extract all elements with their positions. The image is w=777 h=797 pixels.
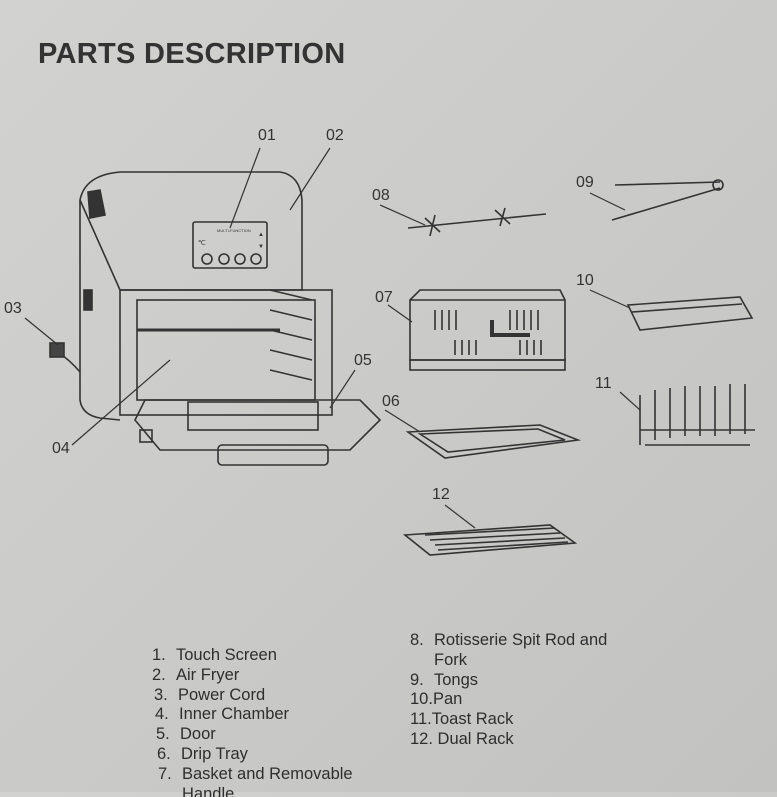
list-item: 7.Basket and Removable bbox=[158, 764, 353, 783]
pan-illustration bbox=[626, 296, 754, 331]
leader-lines bbox=[24, 147, 641, 529]
svg-text:▼: ▼ bbox=[258, 244, 264, 250]
list-item: 6.Drip Tray bbox=[157, 744, 248, 763]
list-item: 1.Touch Screen bbox=[152, 646, 277, 664]
callout-07: 07 bbox=[375, 289, 393, 306]
page-title: PARTS DESCRIPTION bbox=[38, 38, 346, 70]
svg-text:MULTI-FUNCTION: MULTI-FUNCTION bbox=[217, 228, 251, 233]
basket-illustration bbox=[409, 289, 566, 371]
list-item: 10.Pan bbox=[410, 690, 463, 709]
list-item: Handle bbox=[182, 784, 235, 797]
callout-02: 02 bbox=[326, 127, 344, 144]
svg-text:℃: ℃ bbox=[198, 240, 206, 247]
list-item: Fork bbox=[434, 650, 467, 669]
svg-text:▲: ▲ bbox=[258, 232, 264, 238]
tongs-illustration bbox=[611, 179, 724, 221]
list-item: 2.Air Fryer bbox=[152, 665, 240, 684]
callout-01: 01 bbox=[258, 127, 276, 144]
drip-tray-illustration bbox=[405, 424, 582, 459]
callout-12: 12 bbox=[432, 486, 450, 503]
touch-screen-illustration: MULTI-FUNCTION ℃ ▲ ▼ bbox=[192, 221, 268, 269]
list-item: 9.Tongs bbox=[410, 670, 479, 689]
list-item: 12. Dual Rack bbox=[410, 729, 514, 748]
callout-04: 04 bbox=[52, 440, 70, 457]
callout-06: 06 bbox=[382, 393, 400, 410]
list-item: 5.Door bbox=[156, 725, 216, 744]
parts-list-right: 8.Rotisserie Spit Rod and Fork 9.Tongs 1… bbox=[410, 631, 607, 750]
list-item: 8.Rotisserie Spit Rod and bbox=[410, 631, 608, 649]
callout-10: 10 bbox=[576, 272, 594, 289]
list-item: 3.Power Cord bbox=[154, 685, 266, 704]
list-item: 4.Inner Chamber bbox=[155, 705, 290, 724]
callout-11: 11 bbox=[595, 375, 612, 392]
toast-rack-illustration bbox=[639, 384, 755, 446]
parts-list-left: 1.Touch Screen 2.Air Fryer 3.Power Cord … bbox=[152, 646, 353, 797]
callout-03: 03 bbox=[4, 300, 22, 317]
list-item: 11.Toast Rack bbox=[410, 710, 514, 729]
air-fryer-illustration bbox=[49, 171, 382, 466]
callout-08: 08 bbox=[372, 187, 390, 204]
dual-rack-illustration bbox=[402, 524, 578, 556]
callout-05: 05 bbox=[354, 352, 372, 369]
rotisserie-illustration bbox=[407, 207, 547, 237]
callout-09: 09 bbox=[576, 174, 594, 191]
